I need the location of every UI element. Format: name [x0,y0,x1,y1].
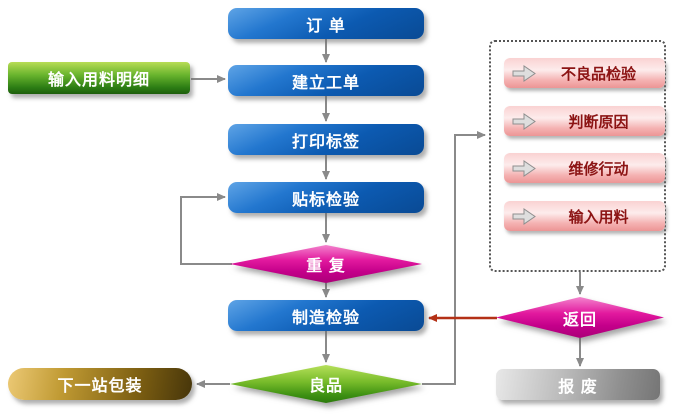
defect-item-label: 不良品检验 [560,65,636,83]
node-judge-cause: 判断原因 [504,106,665,136]
node-print-label: 打印标签 [228,124,424,155]
return-label: 返回 [562,311,597,329]
node-manufacturing-inspection: 制造检验 [228,300,424,331]
node-label-inspection: 贴标检验 [228,182,424,213]
return-diamond-shape: 返回 [496,297,664,338]
connector-good-to-defectpanel [422,131,486,385]
node-input-material-detail: 输入用料明细 [8,62,190,94]
node-repeat-decision: 重 复 [230,245,422,283]
node-order: 订 单 [228,8,424,39]
repeat-label: 重 复 [306,258,346,275]
node-create-work-order: 建立工单 [228,65,424,96]
connector-repeat-loopback [180,193,232,265]
node-defect-inspection: 不良品检验 [504,58,665,88]
arrow-icon [512,64,536,82]
arrow-icon [512,112,536,130]
node-repair-action: 维修行动 [504,153,665,183]
good-diamond-shape: 良品 [230,365,422,403]
arrow-icon [512,159,536,177]
node-scrap: 报 废 [496,369,660,400]
node-next-station-packaging: 下一站包装 [8,368,192,400]
repeat-diamond-shape: 重 复 [230,245,422,283]
node-good-product-decision: 良品 [230,365,422,403]
node-input-material: 输入用料 [504,201,665,231]
defect-item-label: 维修行动 [568,160,629,178]
good-product-label: 良品 [308,378,343,395]
defect-item-label: 判断原因 [568,113,629,131]
node-return-decision: 返回 [496,297,664,338]
arrow-icon [512,207,536,225]
defect-item-label: 输入用料 [568,208,629,226]
